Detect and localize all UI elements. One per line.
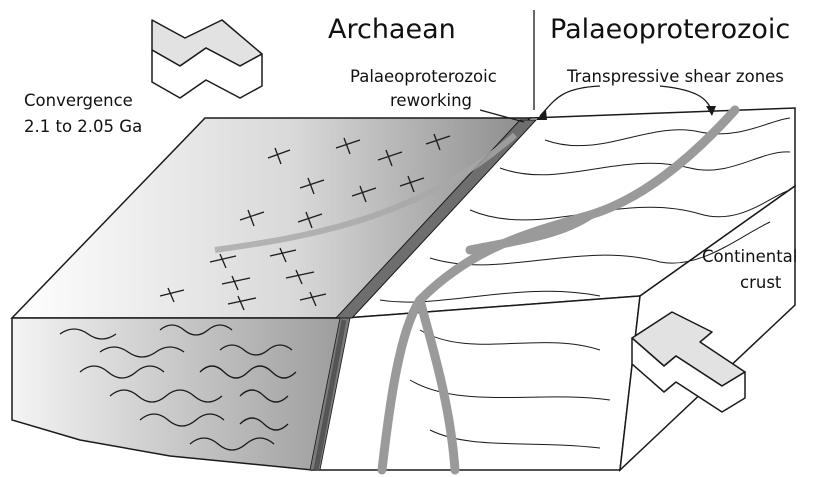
reworking-label-line2: reworking xyxy=(390,91,472,110)
convergence-label-line2: 2.1 to 2.05 Ga xyxy=(24,117,142,136)
reworking-label-line1: Palaeoproterozoic xyxy=(350,67,497,86)
archaean-label: Archaean xyxy=(328,14,456,45)
archaean-front-face xyxy=(12,318,345,470)
shear-leader-left xyxy=(540,86,600,116)
arrowhead xyxy=(536,110,547,120)
continental-label-line1: Continental xyxy=(702,247,797,266)
palaeoproterozoic-label: Palaeoproterozoic xyxy=(550,14,790,45)
convergence-label-line1: Convergence xyxy=(24,91,133,110)
continental-label-line2: crust xyxy=(740,273,782,292)
shear-leader-right xyxy=(660,86,712,112)
palaeoproterozoic-front-face xyxy=(312,296,640,470)
shear-zones-label: Transpressive shear zones xyxy=(566,67,784,86)
convergence-arrow xyxy=(152,20,262,98)
